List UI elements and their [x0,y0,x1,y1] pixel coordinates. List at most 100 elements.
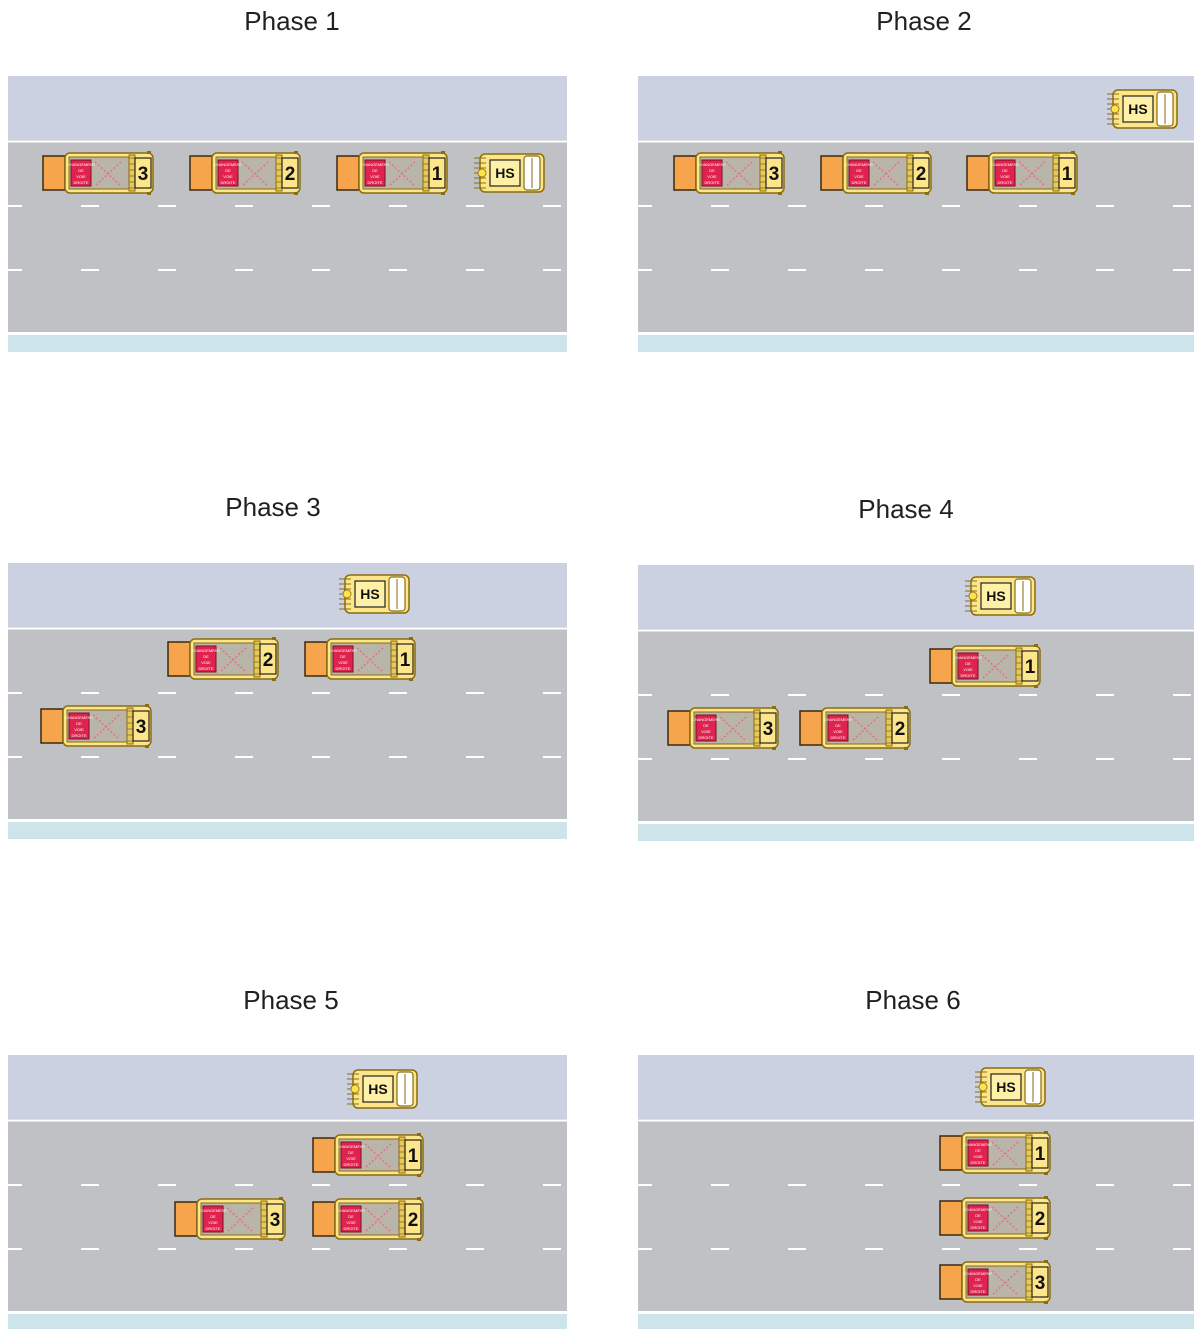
hs-panel [1122,95,1154,123]
sign-board [701,159,723,187]
attenuator [312,1201,336,1237]
sign-board [202,1205,224,1233]
cab-grille [128,154,136,192]
sign-text: DE [340,654,346,659]
mirror [147,151,151,154]
sign-text: VOIE [973,1154,983,1159]
mirror [294,192,298,195]
arrow-panel-icon [241,161,269,187]
attenuator [799,710,823,746]
arrow-panel-icon [364,1143,392,1169]
cab-grille [1052,154,1060,192]
truck-number: 2 [1035,1209,1046,1230]
arrow-panel-icon [364,1207,392,1233]
sign-text: DROITE [704,180,719,185]
mirror [1044,1172,1048,1175]
sign-text: DROITE [343,1162,358,1167]
cab-grille [1025,1263,1033,1301]
cab-grille [390,640,398,678]
cab [1021,650,1039,682]
cab-grille [398,1200,406,1238]
roadway [8,1119,567,1313]
mirror [147,192,151,195]
sign-text: DE [1002,168,1008,173]
sign-board [217,159,239,187]
truck-number: 3 [138,164,149,185]
attenuator [174,1201,198,1237]
sign-board [994,159,1016,187]
hs-label: HS [495,165,514,181]
truck-number: 1 [1062,164,1073,185]
sign-text: CHANGEMENT [964,1142,993,1147]
hs-vehicle: HS [975,1067,1046,1107]
shoulder-lane [638,1055,1194,1119]
sign-text: DE [703,723,709,728]
sign-text: VOIE [833,729,843,734]
sign-text: DE [348,1214,354,1219]
truck-number: 2 [285,164,296,185]
attenuator [189,155,213,191]
cab-grille [275,154,283,192]
hs-panel [354,580,386,608]
truck-number: 2 [895,719,906,740]
attenuator [939,1200,963,1236]
mirror [145,745,149,748]
mirror [1071,192,1075,195]
arrow-panel-icon [725,161,753,187]
cab [765,157,783,189]
sign-text: CHANGEMENT [964,1271,993,1276]
sign-text: DE [975,1213,981,1218]
sign-text: DE [965,661,971,666]
hs-label: HS [1128,101,1147,117]
sign-text: CHANGEMENT [692,717,721,722]
sign-text: CHANGEMENT [192,648,221,653]
arrow-panel-icon [991,1206,1019,1232]
attenuator [966,155,990,191]
sign-text: VOIE [370,174,380,179]
sign-text: DE [348,1150,354,1155]
hs-label: HS [996,1079,1015,1095]
bottom-strip [8,335,567,352]
mirror [294,151,298,154]
sign-text: CHANGEMENT [214,162,243,167]
mirror [1044,1196,1048,1199]
cab-grille [1025,1134,1033,1172]
sign-text: CHANGEMENT [824,717,853,722]
sign-board [967,1268,989,1296]
mirror [1044,1260,1048,1263]
cab-grille [253,640,261,678]
cab-grille [906,154,914,192]
mirror [1044,1301,1048,1304]
bottom-strip [638,1314,1194,1329]
bottom-strip [638,335,1194,352]
sign-text: DROITE [970,1225,985,1230]
mirror [1044,1237,1048,1240]
mirror [272,678,276,681]
attenuator [667,710,691,746]
cab [281,157,299,189]
cab [132,710,150,742]
phase-5-title: Phase 5 [243,985,339,1015]
cab [266,1203,284,1235]
hs-panel [489,159,521,187]
cab [404,1139,422,1171]
sign-text: DE [203,654,209,659]
phase-2-title: Phase 2 [876,6,972,36]
truck-number: 1 [400,650,411,671]
arrow-panel-icon [94,161,122,187]
sign-text: DE [856,168,862,173]
mirror [1044,1131,1048,1134]
sign-text: DE [210,1214,216,1219]
mirror [1034,644,1038,647]
